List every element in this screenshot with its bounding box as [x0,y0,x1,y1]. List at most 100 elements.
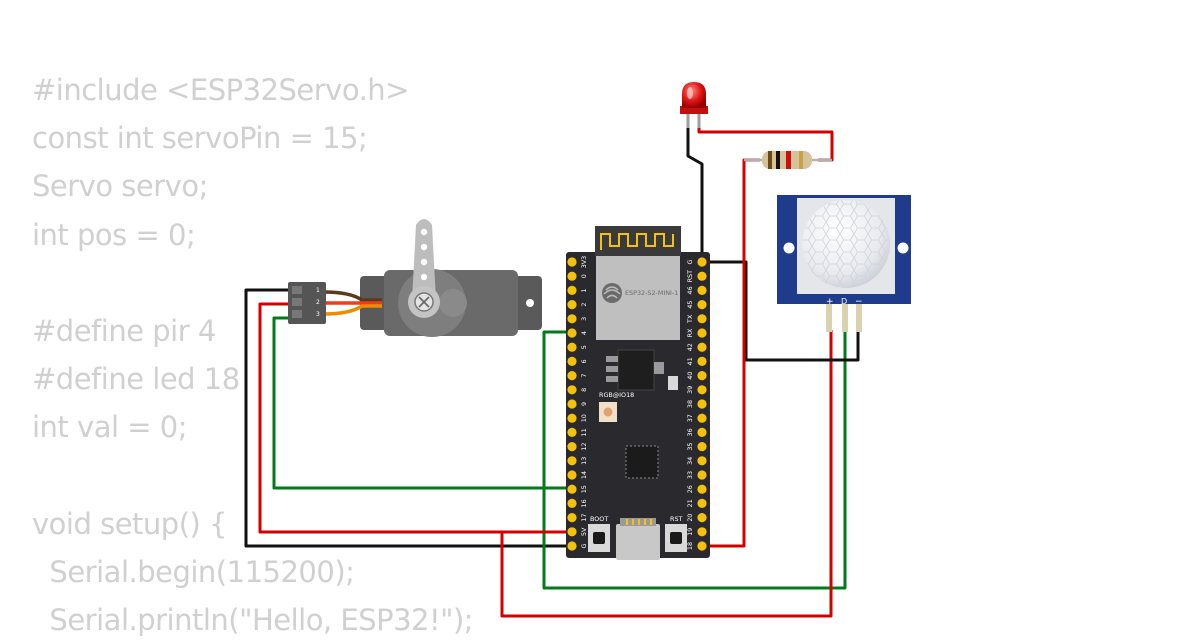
pin-pad-right-14[interactable] [697,456,707,466]
pin-label: 34 [686,457,694,465]
wire-led-gnd[interactable] [686,124,704,262]
pin-pad-left-10[interactable] [567,399,577,409]
pin-label: 7 [580,374,588,378]
wire-pir-vcc[interactable] [500,330,833,618]
pin-label: 3 [580,317,588,321]
pin-pad-right-15[interactable] [697,470,707,480]
pin-pad-left-11[interactable] [567,413,577,423]
pin-pad-right-18[interactable] [697,513,707,523]
pin-pad-left-5[interactable] [567,328,577,338]
pin-label: RX [686,328,694,337]
pin-pad-right-20[interactable] [697,541,707,551]
pin-label: 46 [686,286,694,294]
code-line: #include <ESP32Servo.h> [32,73,409,107]
pin-label: 35 [686,443,694,451]
pin-pad-right-16[interactable] [697,484,707,494]
boot-label: BOOT [590,515,608,523]
pir-sensor[interactable]: + D − [777,195,911,332]
wire-pir-gnd[interactable] [702,260,860,362]
pin-pad-left-15[interactable] [567,470,577,480]
pin-pad-left-17[interactable] [567,498,577,508]
module-label: ESP32-S2-MINI-1 [625,289,678,297]
usb-uart-chip [625,445,659,479]
pin-pad-left-1[interactable] [567,271,577,281]
pin-label: 11 [580,428,588,436]
pin-pad-right-4[interactable] [697,314,707,324]
pin-label: 4 [580,331,588,335]
led-body [682,82,706,108]
pin-label: 9 [580,402,588,406]
pin-label: 13 [580,457,588,465]
pin-pad-right-17[interactable] [697,498,707,508]
pin-pad-left-19[interactable] [567,527,577,537]
pin-pad-right-19[interactable] [697,527,707,537]
servo-motor[interactable]: 1 2 3 [288,219,542,337]
pin-label: 45 [686,301,694,309]
pin-label: 19 [686,528,694,536]
pin-pad-left-7[interactable] [567,356,577,366]
svg-text:3: 3 [316,311,320,318]
pin-pad-left-18[interactable] [567,513,577,523]
wire-resistor-18[interactable] [702,158,760,548]
pin-pad-left-16[interactable] [567,484,577,494]
code-line: int pos = 0; [32,217,196,252]
pin-pad-right-13[interactable] [697,442,707,452]
pin-pad-right-11[interactable] [697,413,707,423]
pin-label: TX [686,314,694,324]
pin-pad-left-9[interactable] [567,385,577,395]
wire-servo-signal[interactable] [272,316,572,490]
pin-label: 39 [686,386,694,394]
wire-pir-data[interactable] [542,330,847,590]
pin-pad-left-0[interactable] [567,257,577,267]
pin-pad-right-6[interactable] [697,342,707,352]
pin-pad-right-3[interactable] [697,300,707,310]
wire-servo-gnd[interactable] [244,288,572,548]
rgb-label: RGB@IO18 [599,391,634,399]
pin-pad-left-13[interactable] [567,442,577,452]
usb-port[interactable] [616,524,660,560]
pin-pad-left-4[interactable] [567,314,577,324]
wire-servo-vcc[interactable] [258,302,572,534]
code-line: Servo servo; [32,169,208,204]
rst-label: RST [670,515,682,523]
pin-pad-left-12[interactable] [567,427,577,437]
pin-label: 3V3 [580,256,588,269]
pin-label: 37 [686,414,694,422]
pin-pad-right-7[interactable] [697,356,707,366]
pin-pad-right-2[interactable] [697,285,707,295]
pin-pad-right-8[interactable] [697,371,707,381]
pin-label: 18 [686,542,694,550]
pin-pad-right-1[interactable] [697,271,707,281]
pin-label: 5 [580,345,588,349]
pin-label: 38 [686,400,694,408]
pin-label: 41 [686,357,694,365]
pin-pad-right-10[interactable] [697,399,707,409]
pin-pad-left-20[interactable] [567,541,577,551]
pin-pad-right-9[interactable] [697,385,707,395]
code-line: const int servoPin = 15; [32,121,368,156]
pin-pad-right-0[interactable] [697,257,707,267]
pin-label: 26 [686,485,694,493]
pin-label: 42 [686,343,694,351]
pin-pad-left-2[interactable] [567,285,577,295]
svg-text:1: 1 [316,287,320,294]
red-led[interactable] [680,82,708,128]
pin-label: 10 [580,414,588,422]
pin-pad-right-5[interactable] [697,328,707,338]
pin-pad-left-3[interactable] [567,300,577,310]
pin-pad-left-8[interactable] [567,371,577,381]
pin-label: G [686,259,694,264]
voltage-regulator [617,349,655,391]
pin-label: 16 [580,499,588,507]
pin-pad-left-14[interactable] [567,456,577,466]
pin-label: 14 [580,471,588,479]
esp32-s2-board[interactable]: ESP32-S2-MINI-1 RGB@IO18 BOOT RST 3V3012… [566,226,710,560]
right-pin-header: GRST4645TXRX4241403938373635343326212019… [686,257,707,551]
resistor[interactable] [744,151,832,169]
pin-label: 17 [580,514,588,522]
code-line: #define led 18 [32,362,240,397]
pin-pad-right-12[interactable] [697,427,707,437]
pin-pad-left-6[interactable] [567,342,577,352]
pin-label: 6 [580,359,588,363]
